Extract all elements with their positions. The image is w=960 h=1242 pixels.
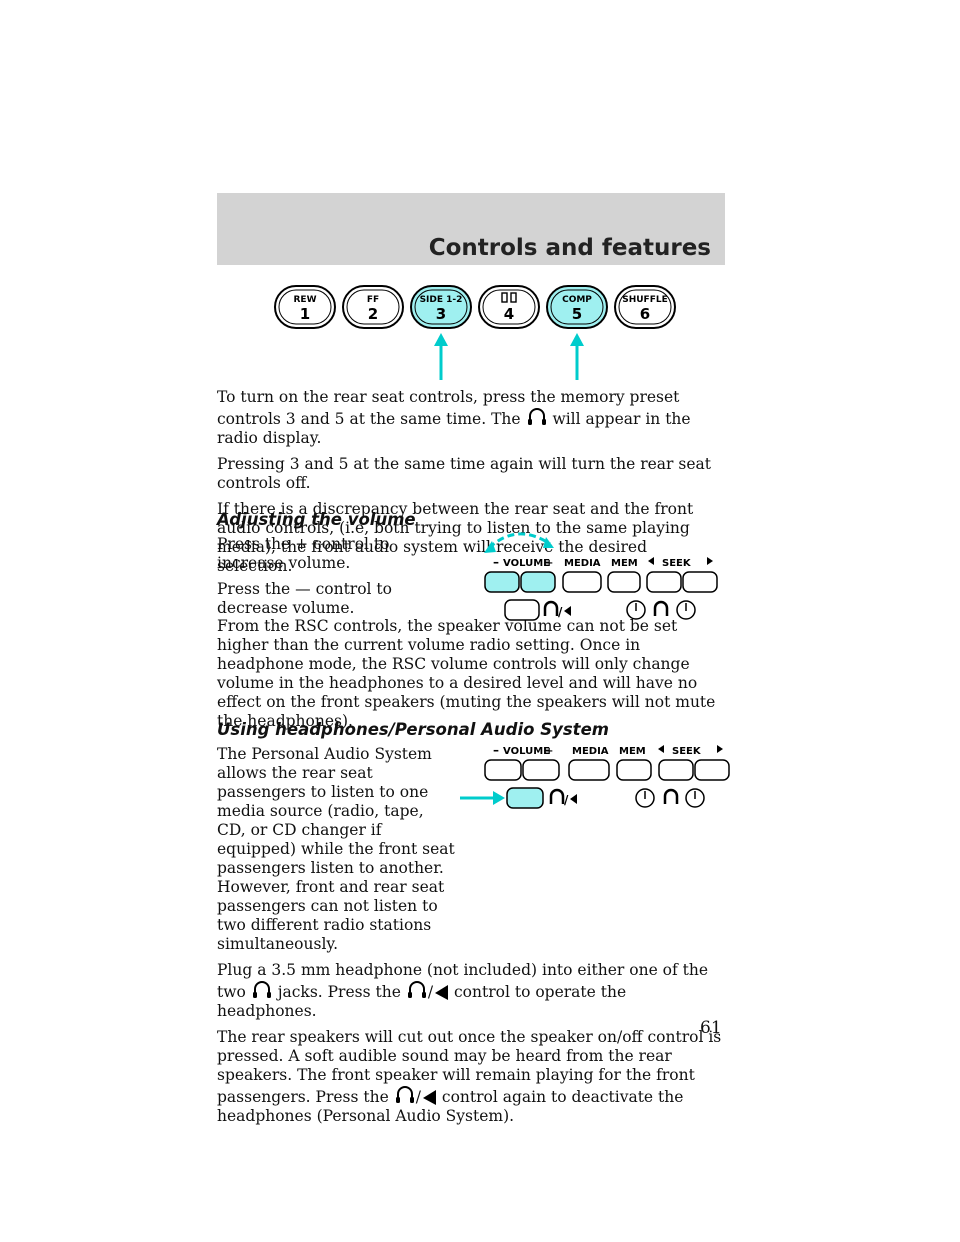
volume-plus-button xyxy=(520,571,556,593)
headphone-jack-left-icon xyxy=(626,600,646,620)
arrow-to-button-5 xyxy=(570,333,584,380)
seek-label: SEEK xyxy=(672,746,702,757)
volume-minus-button xyxy=(484,571,520,593)
headphones-paragraph-2: Plug a 3.5 mm headphone (not included) i… xyxy=(217,961,709,1020)
preset-button-1-num: 1 xyxy=(300,305,310,323)
speaker-pair-icon xyxy=(501,292,517,303)
speaker-triangle-icon xyxy=(564,606,571,616)
volume-minus: – xyxy=(493,743,499,757)
seek-label: SEEK xyxy=(662,558,692,569)
volume-long-text: From the RSC controls, the speaker volum… xyxy=(217,617,725,738)
seek-left-button xyxy=(646,571,682,593)
seek-right-arrow-icon xyxy=(707,557,713,565)
headphone-jack-right-icon xyxy=(676,600,696,620)
page-number: 61 xyxy=(700,1018,722,1038)
headphone-center-icon xyxy=(663,788,679,804)
arrow-to-button-3 xyxy=(434,333,448,380)
volume-short-text: Press the + control to increase volume. … xyxy=(217,535,457,625)
preset-button-4: 4 xyxy=(478,285,540,329)
headphone-center-icon xyxy=(653,600,669,616)
headphones-paragraph-1: The Personal Audio System allows the rea… xyxy=(217,745,455,953)
volume-plus-button xyxy=(522,759,560,781)
preset-button-6-num: 6 xyxy=(640,305,650,323)
preset-button-5-top: COMP xyxy=(562,295,592,305)
intro-paragraph-3: If there is a discrepancy between the re… xyxy=(217,500,694,575)
rsc-panel-volume-illustration: – VOLUME + MEDIA MEM SEEK / xyxy=(484,532,718,621)
headphones-text: The Personal Audio System allows the rea… xyxy=(217,745,725,1133)
headphone-icon xyxy=(543,600,559,616)
preset-button-4-num: 4 xyxy=(504,305,514,323)
volume-minus: – xyxy=(493,555,499,569)
mem-button xyxy=(607,571,641,593)
media-button xyxy=(562,571,602,593)
headphone-icon xyxy=(252,981,271,998)
intro-text: To turn on the rear seat controls, press… xyxy=(217,388,725,583)
mem-button xyxy=(616,759,652,781)
headphone-icon xyxy=(549,788,565,804)
panel-slash: / xyxy=(558,605,563,619)
volume-paragraph-3: From the RSC controls, the speaker volum… xyxy=(217,617,716,730)
headphone-jack-right-icon xyxy=(685,788,705,808)
intro-paragraph-1: To turn on the rear seat controls, press… xyxy=(217,388,691,447)
volume-arc-arrow xyxy=(484,532,554,553)
headphone-icon xyxy=(407,981,426,998)
volume-label: VOLUME xyxy=(503,558,550,569)
preset-button-3: SIDE 1-2 3 xyxy=(410,285,472,329)
preset-button-2-num: 2 xyxy=(368,305,378,323)
speaker-triangle-icon xyxy=(435,985,449,1000)
seek-right-arrow-icon xyxy=(717,745,723,753)
volume-paragraph-1: Press the + control to increase volume. xyxy=(217,535,390,572)
preset-button-3-num: 3 xyxy=(436,305,446,323)
media-label: MEDIA xyxy=(564,558,601,569)
mem-label: MEM xyxy=(611,558,638,569)
headphone-mode-button xyxy=(506,787,544,809)
preset-button-2: FF 2 xyxy=(342,285,404,329)
preset-button-1-top: REW xyxy=(293,295,316,305)
preset-button-5-num: 5 xyxy=(572,305,582,323)
speaker-triangle-icon xyxy=(570,794,577,804)
page-section-title: Controls and features xyxy=(428,235,711,261)
volume-minus-button xyxy=(484,759,522,781)
pointer-arrow xyxy=(460,791,505,805)
preset-button-3-top: SIDE 1-2 xyxy=(420,295,463,305)
headphone-jack-left-icon xyxy=(635,788,655,808)
intro-paragraph-2: Pressing 3 and 5 at the same time again … xyxy=(217,455,711,492)
speaker-triangle-icon xyxy=(422,1090,436,1105)
volume-heading: Adjusting the volume xyxy=(217,510,416,529)
preset-buttons-illustration: REW 1 FF 2 SIDE 1-2 3 4 COMP 5 SHUFFLE 6 xyxy=(274,285,676,380)
media-button xyxy=(568,759,610,781)
seek-right-button xyxy=(682,571,718,593)
mem-label: MEM xyxy=(619,746,646,757)
seek-right-button xyxy=(694,759,730,781)
headphone-icon xyxy=(527,408,546,425)
panel-slash: / xyxy=(564,793,569,807)
volume-label: VOLUME xyxy=(503,746,550,757)
preset-button-1: REW 1 xyxy=(274,285,336,329)
headphone-icon xyxy=(395,1086,414,1103)
preset-button-6: SHUFFLE 6 xyxy=(614,285,676,329)
headphones-heading: Using headphones/Personal Audio System xyxy=(217,720,609,739)
volume-plus: + xyxy=(545,746,553,757)
headphones-paragraph-3: The rear speakers will cut out once the … xyxy=(217,1028,722,1125)
preset-button-5: COMP 5 xyxy=(546,285,608,329)
preset-button-2-top: FF xyxy=(367,295,379,305)
headphone-mode-button xyxy=(504,599,540,621)
seek-left-arrow-icon xyxy=(648,557,654,565)
rsc-panel-headphone-illustration: – VOLUME + MEDIA MEM SEEK / xyxy=(460,743,730,809)
volume-paragraph-2: Press the — control to decrease volume. xyxy=(217,580,392,617)
seek-left-button xyxy=(658,759,694,781)
preset-button-6-top: SHUFFLE xyxy=(622,295,668,305)
seek-left-arrow-icon xyxy=(658,745,664,753)
media-label: MEDIA xyxy=(572,746,609,757)
volume-plus: + xyxy=(545,558,553,569)
header-band: Controls and features xyxy=(217,193,725,265)
